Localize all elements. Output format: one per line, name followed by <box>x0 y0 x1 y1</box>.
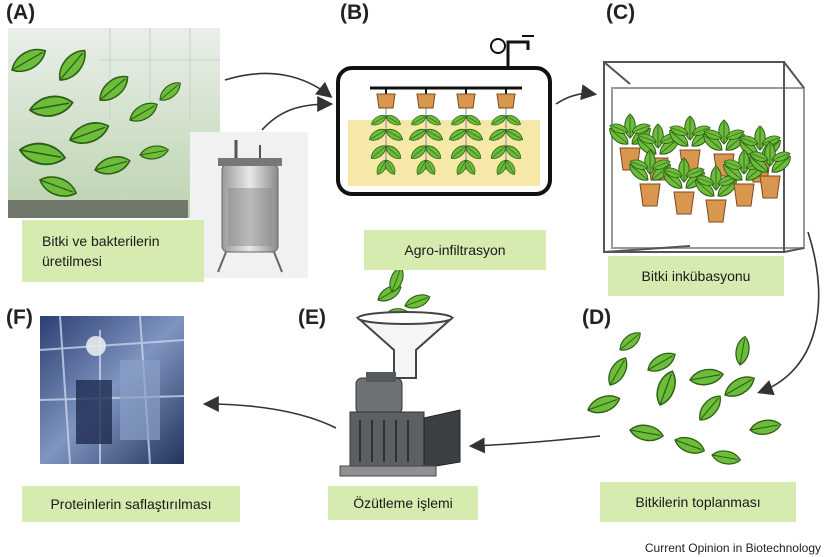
caption-f-text: Proteinlerin saflaştırılması <box>50 496 212 512</box>
caption-a-text: Bitki ve bakterilerin üretilmesi <box>42 233 160 269</box>
caption-d-text: Bitkilerin toplanması <box>635 494 761 510</box>
caption-c: Bitki inkübasyonu <box>608 256 784 296</box>
panel-f-label: (F) <box>6 306 33 329</box>
infiltration-tank <box>336 35 552 196</box>
flow-arrows <box>202 72 820 454</box>
arrow-d-to-e <box>468 435 601 454</box>
panel-c-label: (C) <box>606 1 636 24</box>
caption-e-text: Özütleme işlemi <box>353 495 453 511</box>
caption-d: Bitkilerin toplanması <box>600 482 796 522</box>
purification-facility-photo <box>39 315 185 465</box>
arrow-b-to-c <box>555 84 598 105</box>
panel-e-label: (E) <box>298 306 326 329</box>
panel-d-label: (D) <box>582 306 612 329</box>
arrow-c-to-d <box>756 231 820 396</box>
arrow-e-to-f <box>202 396 337 429</box>
greenhouse-photo <box>6 28 220 218</box>
arrow-bioreactor-to-b <box>261 96 334 131</box>
caption-a: Bitki ve bakterilerin üretilmesi <box>22 220 204 282</box>
panel-a-label: (A) <box>6 1 36 24</box>
caption-b-text: Agro-infiltrasyon <box>404 242 506 258</box>
caption-c-text: Bitki inkübasyonu <box>641 268 751 284</box>
bioreactor-photo <box>190 132 308 278</box>
arrow-a-to-b <box>224 72 333 98</box>
source-credit: Current Opinion in Biotechnology <box>644 541 821 555</box>
caption-f: Proteinlerin saflaştırılması <box>22 486 240 522</box>
incubation-chamber <box>603 61 805 253</box>
panel-b-label: (B) <box>340 1 370 24</box>
harvested-plants <box>584 328 783 467</box>
extraction-machine <box>339 264 461 477</box>
caption-b: Agro-infiltrasyon <box>364 230 546 270</box>
caption-e: Özütleme işlemi <box>328 486 478 520</box>
